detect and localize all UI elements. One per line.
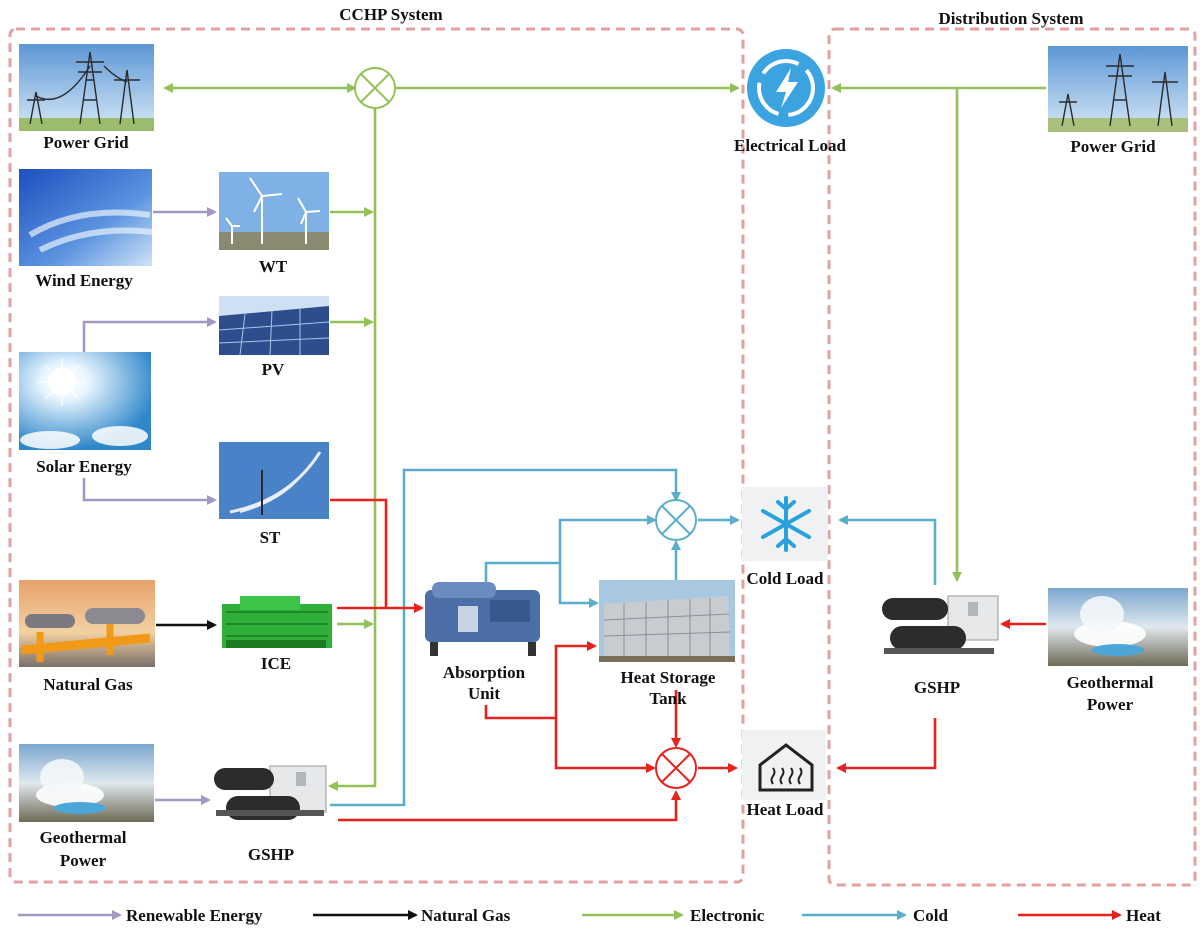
electric-flows [163, 83, 1046, 791]
solar-energy-label: Solar Energy [36, 457, 132, 476]
legend-label-cold: Cold [913, 906, 949, 925]
electric-junction [354, 67, 396, 109]
natural-gas-label: Natural Gas [43, 675, 133, 694]
heater-house-icon [758, 743, 814, 792]
natural-gas-image [19, 580, 155, 667]
legend-item-renewable: Renewable Energy [18, 906, 263, 925]
heat-storage-tank-label-line2: Tank [649, 689, 687, 708]
gshp-left-image [214, 765, 327, 820]
legend-label-heat: Heat [1126, 906, 1161, 925]
st-label: ST [260, 528, 281, 547]
legend-label-gas: Natural Gas [421, 906, 511, 925]
wind-energy-label: Wind Energy [35, 271, 133, 290]
legend-item-electric: Electronic [582, 906, 765, 925]
cchp-system-border [8, 27, 745, 884]
engine-icon [222, 596, 332, 648]
geothermal-left-label-line1: Geothermal [40, 828, 127, 847]
snowflake-icon [761, 496, 811, 552]
geothermal-left-label-line2: Power [60, 851, 107, 870]
heat-storage-tank-image [599, 580, 735, 662]
legend-label-renewable: Renewable Energy [126, 906, 263, 925]
heat-storage-tank-label-line1: Heat Storage [621, 668, 716, 687]
heat-load-icon-group [742, 730, 826, 800]
gshp-left-label: GSHP [248, 845, 294, 864]
st-image [219, 442, 329, 519]
cold-junction [655, 499, 697, 541]
distribution-system-border [827, 27, 1197, 887]
heat-pump-icon [882, 595, 999, 654]
chiller-icon [425, 582, 540, 656]
wind-turbine-icon [225, 177, 321, 244]
legend-label-electric: Electronic [690, 906, 765, 925]
wt-label: WT [259, 257, 288, 276]
cold-load-icon-group [742, 487, 828, 561]
solar-energy-image [19, 352, 151, 450]
ice-image [222, 596, 332, 648]
ice-label: ICE [261, 654, 291, 673]
geyser-icon [1074, 596, 1146, 656]
heat-load-label: Heat Load [747, 800, 825, 819]
gas-pipes-icon [21, 608, 151, 662]
sun-icon [38, 358, 86, 406]
geothermal-right-label-line2: Power [1087, 695, 1134, 714]
geothermal-left-image [19, 744, 154, 822]
cold-load-label: Cold Load [747, 569, 825, 588]
heat-junction [655, 747, 697, 789]
power-grid-left-label: Power Grid [43, 133, 129, 152]
distribution-system-title: Distribution System [939, 9, 1084, 28]
heat-pump-icon [214, 765, 327, 820]
geothermal-right-image [1048, 588, 1188, 666]
gshp-right-label: GSHP [914, 678, 960, 697]
legend-item-cold: Cold [802, 906, 949, 925]
pv-label: PV [262, 360, 285, 379]
pv-image [218, 296, 330, 356]
lightning-icon [776, 68, 798, 108]
legend-item-heat: Heat [1018, 906, 1161, 925]
cold-flows [330, 468, 937, 807]
absorption-unit-label-line2: Unit [468, 684, 500, 703]
legend: Renewable Energy Natural Gas Electronic … [18, 906, 1161, 925]
wind-energy-image [19, 169, 153, 266]
power-grid-right-image [1048, 46, 1188, 132]
electrical-load-icon-group [747, 49, 825, 127]
legend-item-gas: Natural Gas [313, 906, 511, 925]
heat-flows [330, 498, 1046, 822]
electrical-load-label: Electrical Load [734, 136, 846, 155]
absorption-unit-label-line1: Absorption [443, 663, 526, 682]
geothermal-right-label-line1: Geothermal [1067, 673, 1154, 692]
solar-thermal-mirror-icon [229, 451, 322, 515]
power-tower-icon [27, 51, 140, 125]
absorption-unit-image [425, 582, 540, 656]
power-grid-left-image [19, 44, 154, 131]
water-tank-icon [599, 596, 735, 662]
wt-image [219, 172, 329, 250]
solar-panel-icon [218, 306, 330, 356]
geyser-icon [36, 759, 106, 814]
gshp-right-image [882, 595, 999, 654]
power-tower-icon [1059, 53, 1178, 127]
power-grid-right-label: Power Grid [1070, 137, 1156, 156]
cchp-system-title: CCHP System [339, 5, 442, 24]
renewable-flows [82, 207, 217, 805]
